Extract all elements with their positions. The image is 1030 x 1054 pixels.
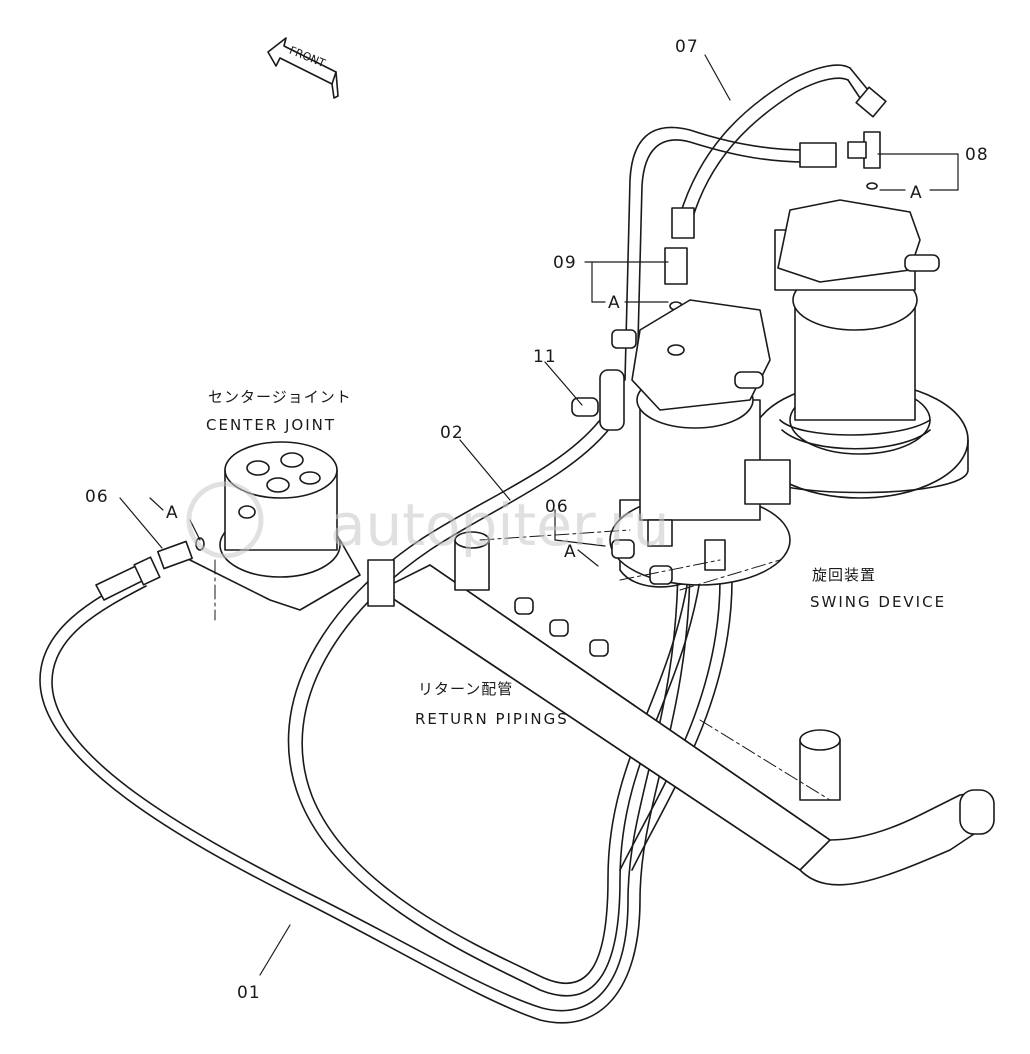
part-label-01: 01 xyxy=(237,983,261,1003)
fitting-09 xyxy=(664,247,688,311)
center-joint-label-en: CENTER JOINT xyxy=(206,416,336,434)
svg-text:autopiter.ru: autopiter.ru xyxy=(330,491,669,559)
detail-mark-a-08: A xyxy=(910,183,923,203)
hose-01 xyxy=(39,559,691,1024)
detail-mark-a-09: A xyxy=(608,293,621,313)
part-label-08: 08 xyxy=(965,145,989,165)
center-lines xyxy=(214,529,831,801)
swing-device xyxy=(751,199,969,499)
swing-device-label-jp: 旋回装置 xyxy=(812,566,876,584)
return-pipings-label-en: RETURN PIPINGS xyxy=(415,710,569,728)
return-pipings-label-jp: リターン配管 xyxy=(418,680,513,698)
part-label-07: 07 xyxy=(675,37,699,57)
part-label-06-right: 06 xyxy=(545,497,569,517)
center-joint-label-jp: センタージョイント xyxy=(208,388,352,406)
front-arrow-icon xyxy=(267,37,339,99)
fitting-08 xyxy=(847,131,881,190)
part-label-11: 11 xyxy=(533,347,557,367)
detail-mark-a-06-left: A xyxy=(166,503,179,523)
return-pipe xyxy=(367,519,995,886)
part-label-02: 02 xyxy=(440,423,464,443)
detail-mark-a-06-right: A xyxy=(564,542,577,562)
watermark: autopiter.ru xyxy=(186,481,669,559)
hose-07 xyxy=(671,64,887,239)
hose-upper-loop xyxy=(624,126,837,381)
leader-lines xyxy=(119,54,959,976)
part-label-06-left: 06 xyxy=(85,487,109,507)
swing-motor-unit xyxy=(599,299,791,588)
part-label-09: 09 xyxy=(553,253,577,273)
swing-device-label-en: SWING DEVICE xyxy=(810,593,946,611)
clamp-11 xyxy=(571,397,599,417)
hose-01-fitting xyxy=(95,556,161,601)
